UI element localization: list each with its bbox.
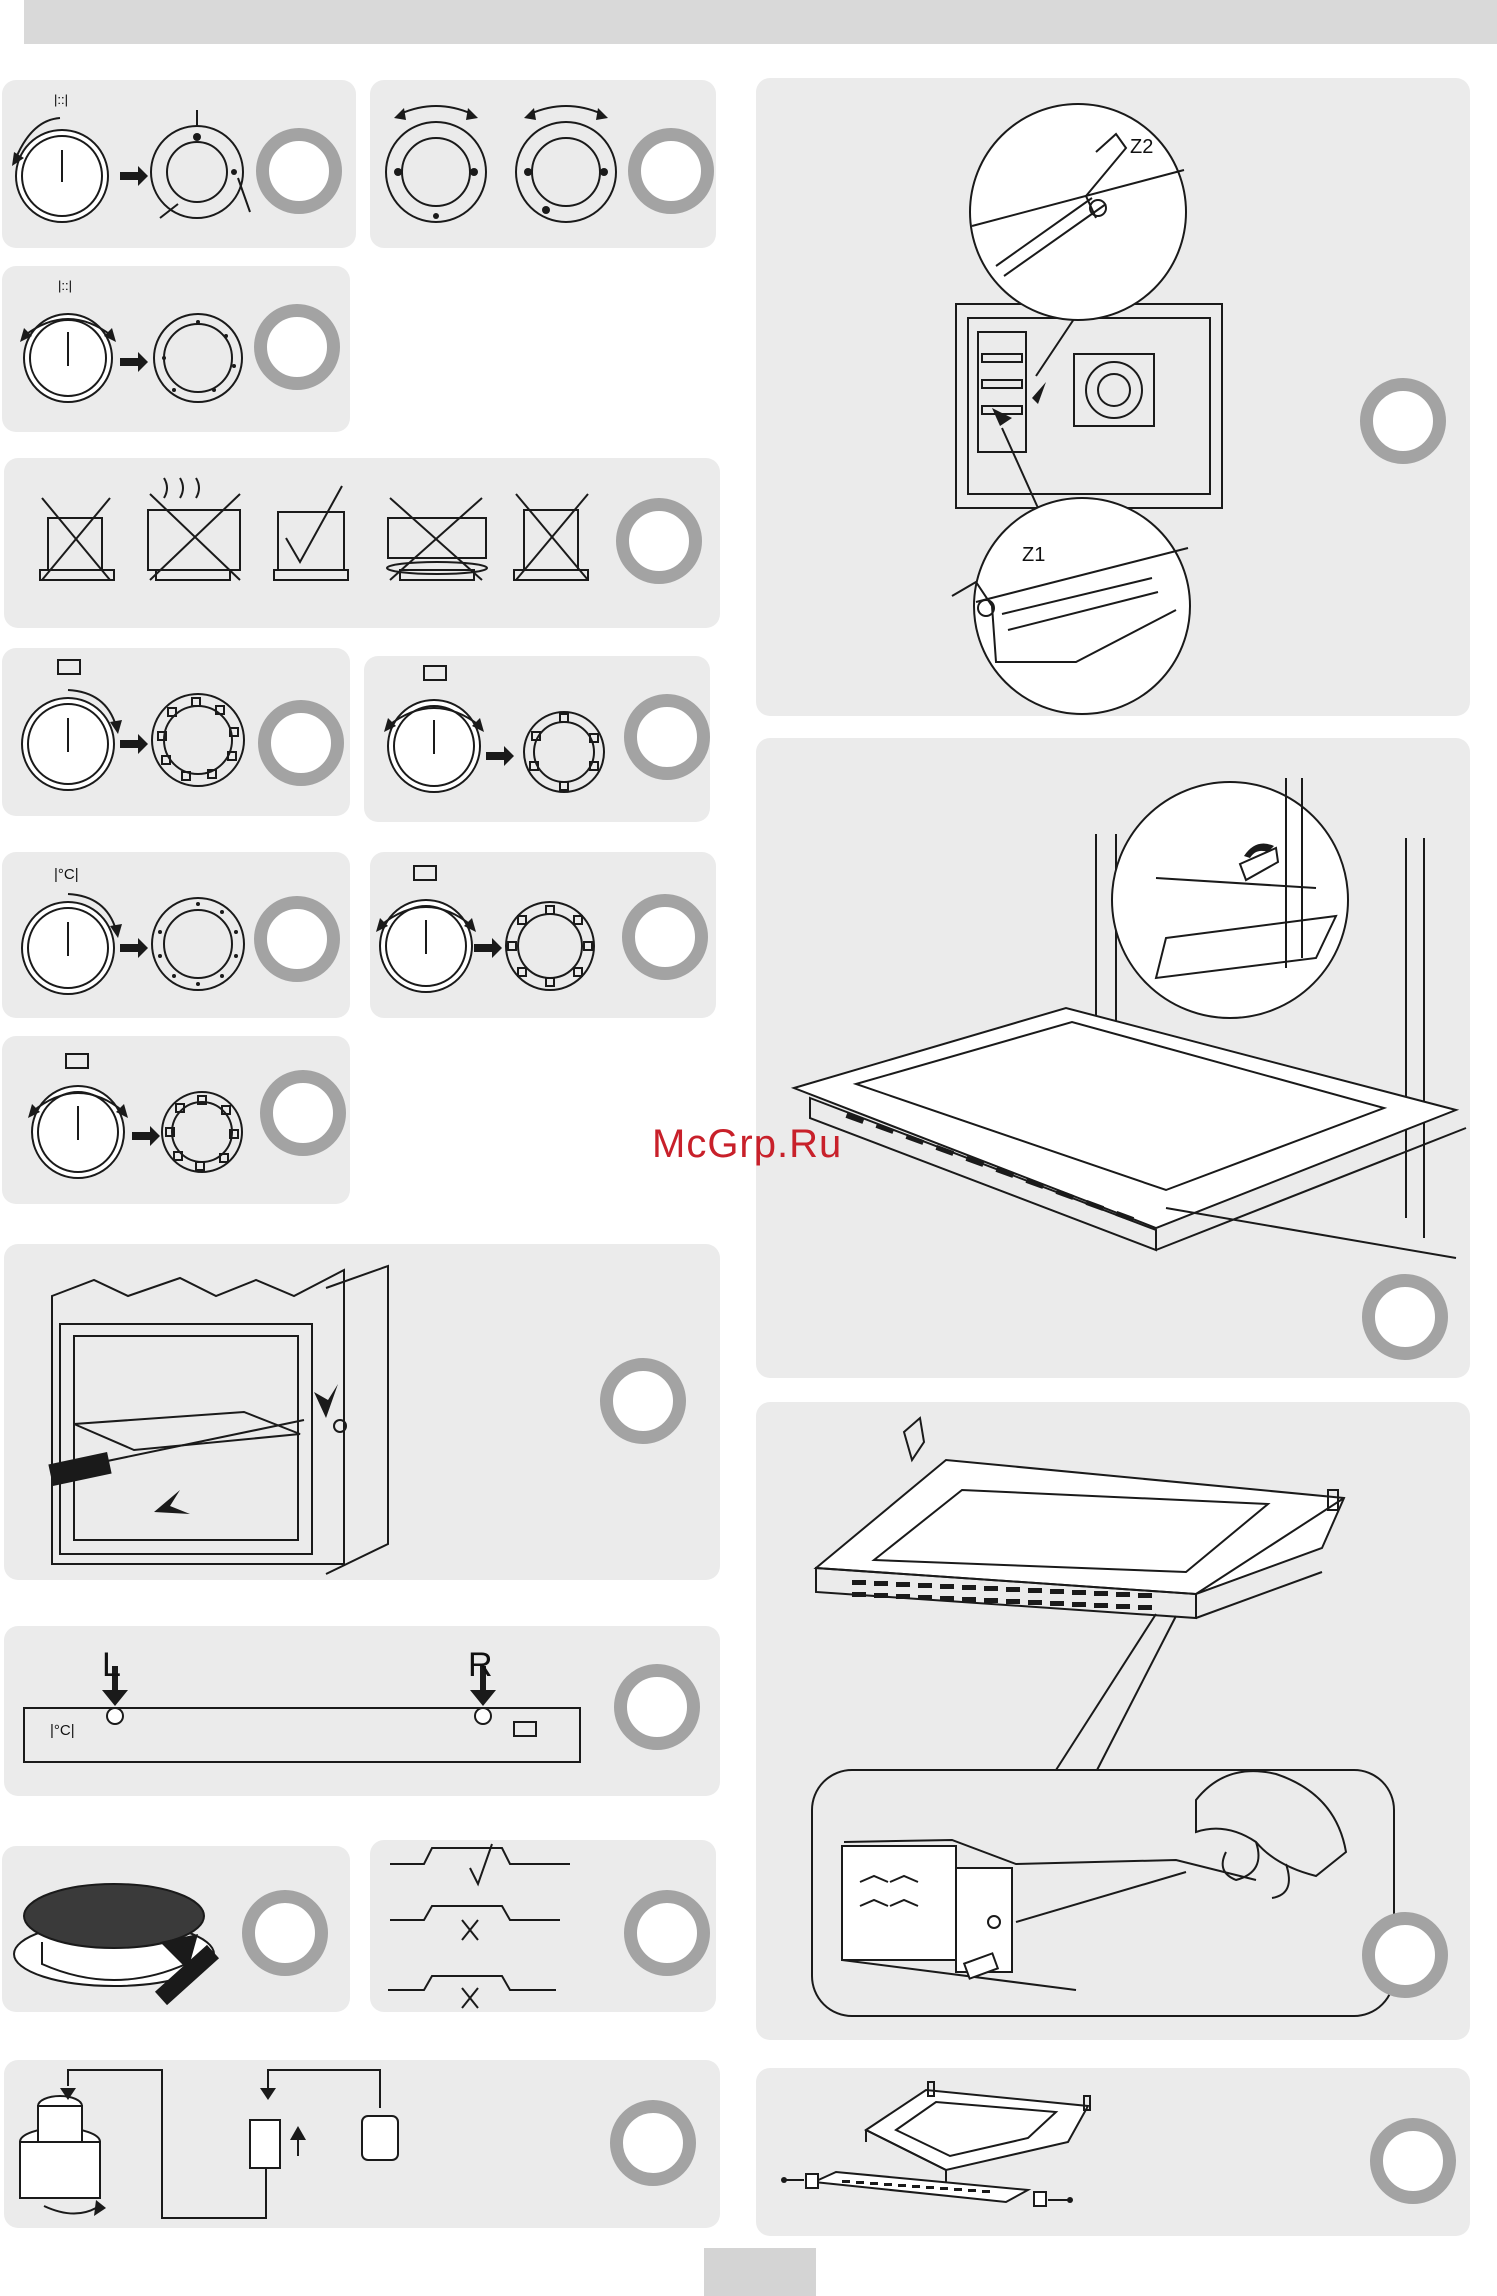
figure-number-ring [256, 128, 342, 214]
door-installation-illustration [756, 738, 1470, 1378]
panel-side-rails: Z2 Z1 [756, 78, 1470, 716]
figure-number-ring [622, 894, 708, 980]
figure-number-ring [614, 1664, 700, 1750]
figure-number-ring [1370, 2118, 1456, 2204]
figure-number-ring [624, 1890, 710, 1976]
figure-number-ring [254, 304, 340, 390]
figure-number-ring [1362, 1274, 1448, 1360]
figure-number-ring [1362, 1912, 1448, 1998]
panel-door-installation [756, 738, 1470, 1378]
hinge-label-z2: Z2 [1130, 136, 1153, 159]
hinge-label-z1: Z1 [1022, 544, 1045, 567]
figure-number-ring [1360, 378, 1446, 464]
watermark: McGrp.Ru [652, 1122, 842, 1167]
svg-text:|::|: |::| [54, 92, 68, 107]
figure-number-ring [616, 498, 702, 584]
figure-number-ring [258, 700, 344, 786]
thermostat-symbol: |°C| [50, 1722, 75, 1739]
figure-number-ring [600, 1358, 686, 1444]
figure-number-ring [628, 128, 714, 214]
figure-number-ring [624, 694, 710, 780]
panel-control-panel: L R |°C| [4, 1626, 720, 1796]
panel-door-exploded [756, 2068, 1470, 2236]
figure-number-ring [242, 1890, 328, 1976]
svg-text:|::|: |::| [58, 278, 72, 293]
pan-sizes-illustration [4, 458, 720, 628]
page-number-tab [704, 2248, 816, 2296]
figure-number-ring [610, 2100, 696, 2186]
label-left: L [102, 1646, 121, 1685]
thermostat-symbol: |°C| [54, 866, 79, 883]
label-right: R [468, 1646, 493, 1685]
figure-number-ring [254, 896, 340, 982]
header-bar [24, 0, 1497, 44]
panel-pan-sizes [4, 458, 720, 628]
figure-number-ring [260, 1070, 346, 1156]
side-rails-illustration [756, 78, 1470, 716]
door-exploded-illustration [756, 2068, 1470, 2236]
